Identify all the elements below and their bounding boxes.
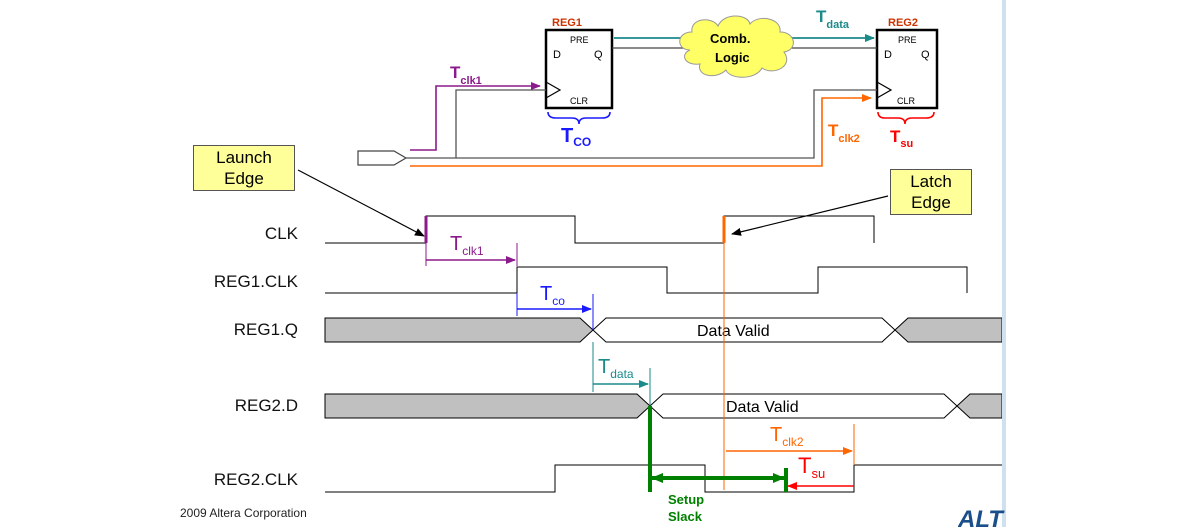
tclk2-label-circuit: Tclk2 bbox=[828, 121, 860, 145]
reg1-clr-label: CLR bbox=[570, 96, 589, 106]
launch-edge-line2: Edge bbox=[224, 169, 264, 188]
tsu-brace bbox=[877, 111, 935, 125]
altera-logo: ALT bbox=[958, 500, 1006, 527]
slide-right-border bbox=[1002, 0, 1006, 527]
reg1-title: REG1 bbox=[552, 17, 582, 29]
launch-edge-line1: Launch bbox=[216, 148, 272, 167]
latch-edge-line1: Latch bbox=[910, 172, 952, 191]
reg1-q-data-valid: Data Valid bbox=[697, 323, 770, 340]
reg2-d-waveform bbox=[324, 393, 1003, 419]
reg2-q-label: Q bbox=[921, 49, 930, 61]
clk-to-reg1-wire bbox=[406, 89, 546, 159]
reg1-clk-waveform bbox=[325, 266, 968, 294]
setup-slack-line1: Setup bbox=[668, 492, 704, 507]
latch-edge-pointer bbox=[731, 195, 889, 236]
comb-logic-line2: Logic bbox=[715, 50, 750, 65]
launch-edge-callout: Launch Edge bbox=[193, 145, 295, 191]
reg2-pre-label: PRE bbox=[898, 35, 917, 45]
signal-label-reg1-q: REG1.Q bbox=[233, 320, 298, 339]
reg1-pre-label: PRE bbox=[570, 35, 589, 45]
launch-edge-pointer bbox=[297, 169, 425, 237]
setup-slack-line2: Slack bbox=[668, 509, 703, 524]
reg2-block: REG2 PRE D Q CLR bbox=[875, 17, 939, 110]
reg2-title: REG2 bbox=[888, 17, 918, 29]
signal-label-clk: CLK bbox=[264, 224, 298, 243]
tco-label-circuit: TCO bbox=[561, 125, 591, 149]
signal-label-reg1-clk: REG1.CLK bbox=[213, 272, 298, 291]
tsu-label-circuit: Tsu bbox=[890, 127, 913, 150]
signal-label-reg2-clk: REG2.CLK bbox=[213, 470, 298, 489]
tco-brace bbox=[547, 111, 611, 125]
tco-label-wave: Tco bbox=[540, 283, 565, 308]
latch-edge-line2: Edge bbox=[911, 193, 951, 212]
svg-text:ALT: ALT bbox=[958, 506, 1005, 527]
reg1-d-label: D bbox=[553, 49, 561, 61]
tclk2-arrow-circuit bbox=[410, 94, 872, 167]
tclk1-label-circuit: Tclk1 bbox=[450, 63, 482, 87]
reg1-block: REG1 PRE D Q CLR bbox=[544, 17, 614, 110]
tdata-label-circuit: Tdata bbox=[816, 7, 850, 31]
tclk1-label-wave: Tclk1 bbox=[450, 233, 484, 258]
latch-edge-callout: Latch Edge bbox=[890, 169, 972, 215]
reg2-d-label: D bbox=[884, 49, 892, 61]
reg1-q-label: Q bbox=[594, 49, 603, 61]
reg2-clr-label: CLR bbox=[897, 96, 916, 106]
reg1-q-waveform bbox=[324, 317, 1003, 343]
tdata-label-wave: Tdata bbox=[598, 356, 634, 381]
clk-to-reg2-wire bbox=[456, 89, 877, 159]
copyright-text: 2009 Altera Corporation bbox=[180, 506, 307, 520]
reg2-d-data-valid: Data Valid bbox=[726, 399, 799, 416]
tclk2-label-wave: Tclk2 bbox=[770, 424, 804, 449]
comb-logic-cloud: Comb. Logic bbox=[679, 15, 794, 78]
tclk1-arrow-circuit bbox=[410, 82, 541, 151]
clock-input-pin bbox=[357, 150, 408, 166]
tsu-label-wave: Tsu bbox=[798, 453, 825, 481]
comb-logic-line1: Comb. bbox=[710, 31, 750, 46]
signal-label-reg2-d: REG2.D bbox=[234, 396, 298, 415]
